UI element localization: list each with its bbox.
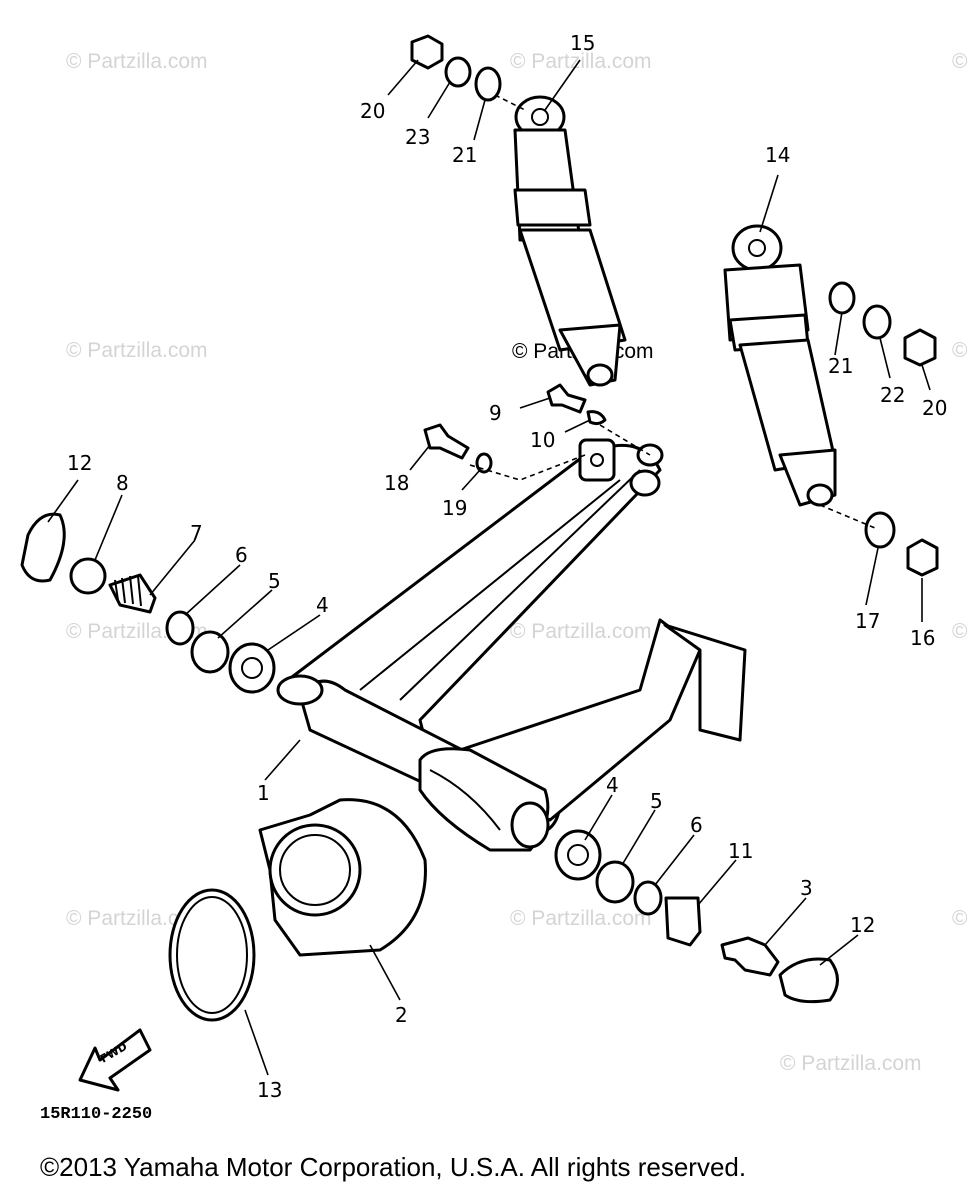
callout-19: 19: [442, 496, 467, 520]
watermark: © Partzilla.com: [780, 1052, 922, 1075]
callout-5: 5: [268, 569, 281, 593]
callout-12b: 12: [850, 913, 875, 937]
callout-6: 6: [235, 543, 248, 567]
callout-7: 7: [190, 521, 203, 545]
callout-labels: 15 20 23 21 14 21 22 20 9 10 18 19 12 8 …: [67, 31, 947, 1102]
watermark: © Partzilla.com: [510, 620, 652, 643]
watermark: © Partzilla.com: [66, 50, 208, 73]
callout-2: 2: [395, 1003, 408, 1027]
callout-9: 9: [489, 401, 502, 425]
watermarks: © Partzilla.com © Partzilla.com © © Part…: [66, 50, 968, 1075]
leader-lines: [47, 59, 931, 1076]
callout-1: 1: [257, 781, 270, 805]
watermark: ©: [952, 907, 968, 930]
watermark: © Partzilla.com: [66, 339, 208, 362]
callout-20: 20: [360, 99, 385, 123]
fwd-arrow: FWD: [78, 1028, 152, 1092]
callout-21: 21: [452, 143, 477, 167]
callout-10: 10: [530, 428, 555, 452]
callout-6b: 6: [690, 813, 703, 837]
callout-4b: 4: [606, 773, 619, 797]
callout-13: 13: [257, 1078, 282, 1102]
callout-11: 11: [728, 839, 753, 863]
rear-shock-part-14: [723, 224, 837, 507]
rear-shock-part-15: [513, 95, 627, 387]
callout-8: 8: [116, 471, 129, 495]
watermark: © Partzilla.com: [66, 907, 208, 930]
hardware-parts: [20, 34, 939, 1004]
callout-12: 12: [67, 451, 92, 475]
callout-3: 3: [800, 876, 813, 900]
callout-23: 23: [405, 125, 430, 149]
callout-14: 14: [765, 143, 790, 167]
callout-22: 22: [880, 383, 905, 407]
diagram-code: 15R110-2250: [40, 1105, 152, 1124]
watermark: © Partzilla.com: [510, 50, 652, 73]
watermark: ©: [952, 620, 968, 643]
callout-16: 16: [910, 626, 935, 650]
callout-5b: 5: [650, 789, 663, 813]
swingarm-part-1: [276, 438, 747, 852]
callout-18: 18: [384, 471, 409, 495]
callout-15: 15: [570, 31, 595, 55]
callout-21b: 21: [828, 354, 853, 378]
callout-20b: 20: [922, 396, 947, 420]
housing-part-2: [258, 798, 427, 957]
callout-4: 4: [316, 593, 329, 617]
watermark: © Partzilla.com: [510, 907, 652, 930]
watermark: ©: [952, 50, 968, 73]
watermark: ©: [952, 339, 968, 362]
callout-17: 17: [855, 609, 880, 633]
o-ring-part-13: [168, 888, 256, 1022]
copyright-notice: ©2013 Yamaha Motor Corporation, U.S.A. A…: [40, 1152, 747, 1182]
